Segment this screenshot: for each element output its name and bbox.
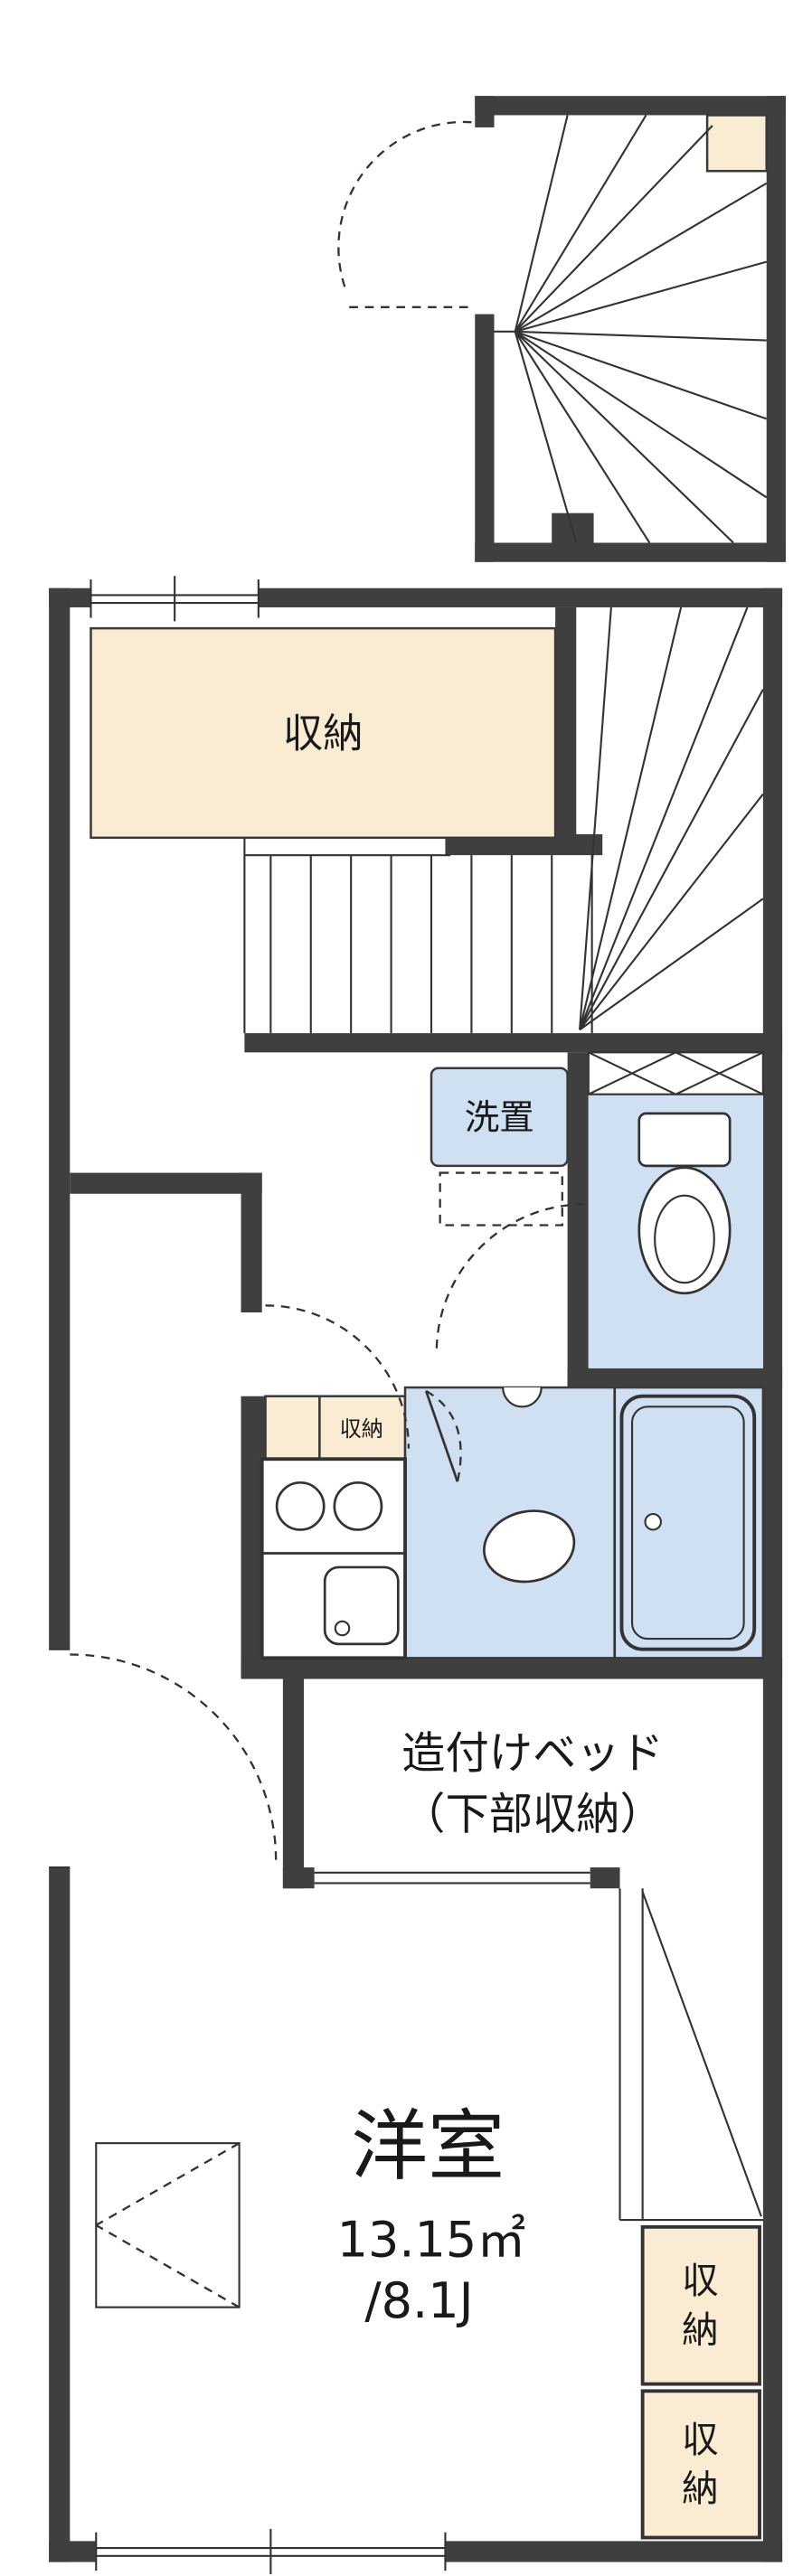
wall-segment: [244, 1033, 783, 1053]
wall-segment: [766, 96, 786, 562]
toilet-bowl: [637, 1166, 732, 1295]
storage-box-bottom-label: 収: [682, 2418, 719, 2461]
door-swing-arc: [425, 1389, 462, 1482]
tub-drain: [644, 1512, 662, 1531]
wall-segment: [49, 1867, 71, 2562]
storage-box-bottom: [640, 2389, 761, 2540]
stair-winder: [579, 606, 612, 1030]
bath-door-leaf: [424, 1390, 459, 1482]
room-name-label: 洋室: [351, 2102, 505, 2192]
wall-segment: [241, 1658, 783, 1679]
wall-segment: [475, 314, 495, 562]
storage-box-top-label: 収: [682, 2259, 719, 2302]
stair-winder: [514, 331, 734, 544]
toilet-bowl-inner: [654, 1194, 715, 1284]
stair-winder: [514, 114, 647, 333]
storage-fills: [90, 114, 768, 2540]
wall-segment: [282, 1867, 315, 1889]
washbasin-oval: [483, 1509, 576, 1584]
bed-label-line2: （下部収納）: [401, 1790, 664, 1840]
stair-winder: [515, 330, 767, 342]
stair-winder: [579, 689, 764, 1030]
wall-segment: [445, 2541, 783, 2562]
washer-space: [430, 1067, 569, 1168]
door-swing-arc: [435, 1203, 585, 1353]
closet-diagonal: [641, 1891, 762, 2217]
stair-winder: [579, 606, 749, 1030]
stove-burner: [275, 1481, 326, 1531]
storage-room: [90, 626, 557, 840]
stair-winder: [514, 331, 651, 544]
water-fills: [403, 1067, 765, 1659]
wall-segment: [567, 1368, 783, 1388]
door-swing-arc: [265, 1304, 411, 1449]
bathtub-inner: [630, 1406, 745, 1641]
hatch-line: [675, 1051, 764, 1095]
wall-segment: [49, 588, 71, 1650]
stair-landing: [705, 114, 768, 173]
storage-box-bottom-label: 納: [682, 2467, 719, 2510]
stair-winder: [515, 182, 768, 333]
projection-dash: [95, 2142, 241, 2226]
entry-door-swing-arc: [70, 1653, 278, 1861]
wall-segment: [282, 1678, 305, 1889]
wall-segment: [475, 96, 495, 127]
stair-winder: [514, 331, 578, 543]
wall-segment: [762, 588, 783, 2562]
wall-segment: [258, 588, 783, 607]
wall-segment: [555, 606, 577, 838]
sink-drain: [334, 1620, 351, 1637]
wall-segment: [475, 96, 786, 116]
window-projection-box: [95, 2142, 241, 2308]
wall-segment: [49, 2541, 97, 2562]
stove-burner: [333, 1481, 383, 1531]
wall-segment: [241, 1172, 262, 1313]
small-storage-left: [264, 1395, 321, 1461]
stair-winder: [579, 606, 683, 1030]
fixtures: [260, 1112, 757, 1660]
wall-segment: [475, 542, 786, 562]
stair-winder: [514, 115, 569, 333]
small-storage: [318, 1395, 407, 1461]
walls: [49, 96, 786, 2562]
bathtub: [619, 1394, 757, 1651]
bathroom: [403, 1386, 765, 1659]
room-area-m2-label: 13.15㎡: [337, 2212, 526, 2269]
toilet-tank: [637, 1112, 732, 1168]
shower-fixture: [502, 1387, 543, 1408]
wall-segment: [445, 833, 603, 856]
washing-machine-outline: [439, 1171, 563, 1227]
stair-winder: [514, 125, 713, 333]
projection-dash: [95, 2223, 241, 2308]
stair-winder: [515, 330, 768, 499]
wall-segment: [567, 1052, 589, 1388]
door-swing-arc: [337, 120, 472, 290]
labels: 収納 洗置 収納 造付けベッド （下部収納） 洋室 13.15㎡ /8.1J 収…: [283, 710, 719, 2510]
room-area-jo-label: /8.1J: [364, 2272, 473, 2329]
wall-segment: [590, 1867, 620, 1889]
linework: [49, 114, 768, 2575]
storage-box-top-label: 納: [682, 2308, 719, 2351]
storage-box-top: [640, 2224, 761, 2386]
stair-winder: [515, 260, 768, 333]
hatch-line: [588, 1051, 676, 1095]
bed-label-line1: 造付けベッド: [401, 1728, 664, 1779]
stair-winder: [579, 898, 764, 1031]
wall-segment: [70, 1172, 262, 1194]
stair-winder: [579, 793, 764, 1030]
stair-winder: [515, 330, 768, 420]
washer-label: 洗置: [465, 1097, 534, 1138]
storage-label: 収納: [283, 710, 364, 757]
hatched-opening: [587, 1051, 764, 1095]
small-storage-label: 収納: [340, 1416, 383, 1442]
